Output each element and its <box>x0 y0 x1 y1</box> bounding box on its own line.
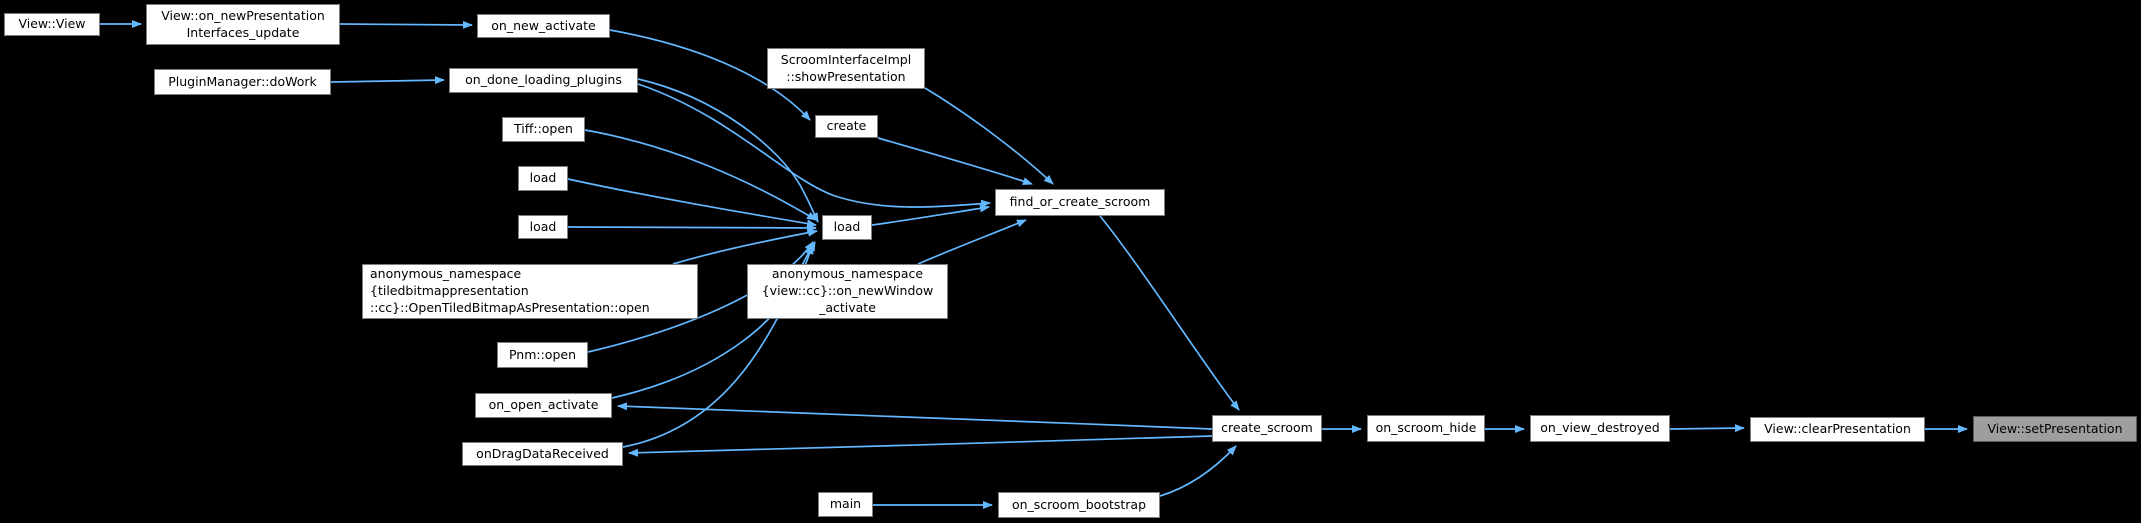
edge-tiff-open--load-central <box>584 129 817 221</box>
edge-pnm-open--load-central <box>587 241 814 353</box>
edge-scroominterfaceimpl-showpresentation--find-or-create-scroom <box>924 87 1054 185</box>
node-view-view[interactable]: View::View <box>4 13 100 36</box>
edge-load-1--load-central <box>567 178 817 228</box>
edge-opentiledbitmapaspresentation-open--load-central <box>672 228 818 265</box>
node-main[interactable]: main <box>818 492 873 517</box>
node-on-scroom-hide[interactable]: on_scroom_hide <box>1367 415 1485 442</box>
edge-pluginmanager-dowork--on-done-loading-plugins <box>330 76 445 85</box>
node-opentiledbitmapaspresentation-open[interactable]: anonymous_namespace {tiledbitmappresenta… <box>362 264 698 319</box>
edge-on-done-loading-plugins--load-central <box>637 78 819 223</box>
node-pnm-open[interactable]: Pnm::open <box>497 342 588 368</box>
edge-on-done-loading-plugins--find-or-create-scroom <box>637 83 991 208</box>
node-pluginmanager-dowork[interactable]: PluginManager::doWork <box>154 69 331 95</box>
node-view-clearpresentation[interactable]: View::clearPresentation <box>1750 417 1925 442</box>
node-load-central[interactable]: load <box>822 215 872 240</box>
edge-on-newpresentationinterfaces-update--on-new-activate <box>339 20 473 29</box>
edge-find-or-create-scroom--create-scroom <box>1099 215 1240 411</box>
edge-create-scroom--on-open-activate <box>617 402 1213 430</box>
edge-on-scroom-bootstrap--create-scroom <box>1159 445 1237 497</box>
node-on-view-destroyed[interactable]: on_view_destroyed <box>1530 415 1670 442</box>
node-on-newpresentationinterfaces-update[interactable]: View::on_newPresentation Interfaces_upda… <box>146 4 340 45</box>
node-load-1[interactable]: load <box>518 166 568 191</box>
node-tiff-open[interactable]: Tiff::open <box>502 117 585 142</box>
node-on-new-activate[interactable]: on_new_activate <box>477 14 610 38</box>
edge-on-new-activate--create <box>609 29 811 121</box>
node-on-scroom-bootstrap[interactable]: on_scroom_bootstrap <box>998 492 1160 518</box>
node-on-done-loading-plugins[interactable]: on_done_loading_plugins <box>449 68 638 93</box>
node-create[interactable]: create <box>815 115 878 138</box>
edge-on-newwindow-activate--find-or-create-scroom <box>917 219 1027 265</box>
node-ondragdatareceived[interactable]: onDragDataReceived <box>462 442 623 466</box>
node-on-newwindow-activate[interactable]: anonymous_namespace {view::cc}::on_newWi… <box>747 264 948 319</box>
edge-create-scroom--ondragdatareceived <box>628 435 1213 457</box>
edge-on-view-destroyed--view-clearpresentation <box>1669 424 1745 433</box>
node-on-open-activate[interactable]: on_open_activate <box>475 393 612 418</box>
edge-load-central--find-or-create-scroom <box>871 204 990 226</box>
node-scroominterfaceimpl-showpresentation[interactable]: ScroomInterfaceImpl ::showPresentation <box>767 48 925 89</box>
node-find-or-create-scroom[interactable]: find_or_create_scroom <box>995 189 1165 216</box>
node-create-scroom[interactable]: create_scroom <box>1212 415 1322 442</box>
node-view-setpresentation: View::setPresentation <box>1973 416 2137 442</box>
edge-load-2--load-central <box>567 223 817 232</box>
node-load-2[interactable]: load <box>518 215 568 239</box>
edge-create--find-or-create-scroom <box>877 137 1033 185</box>
